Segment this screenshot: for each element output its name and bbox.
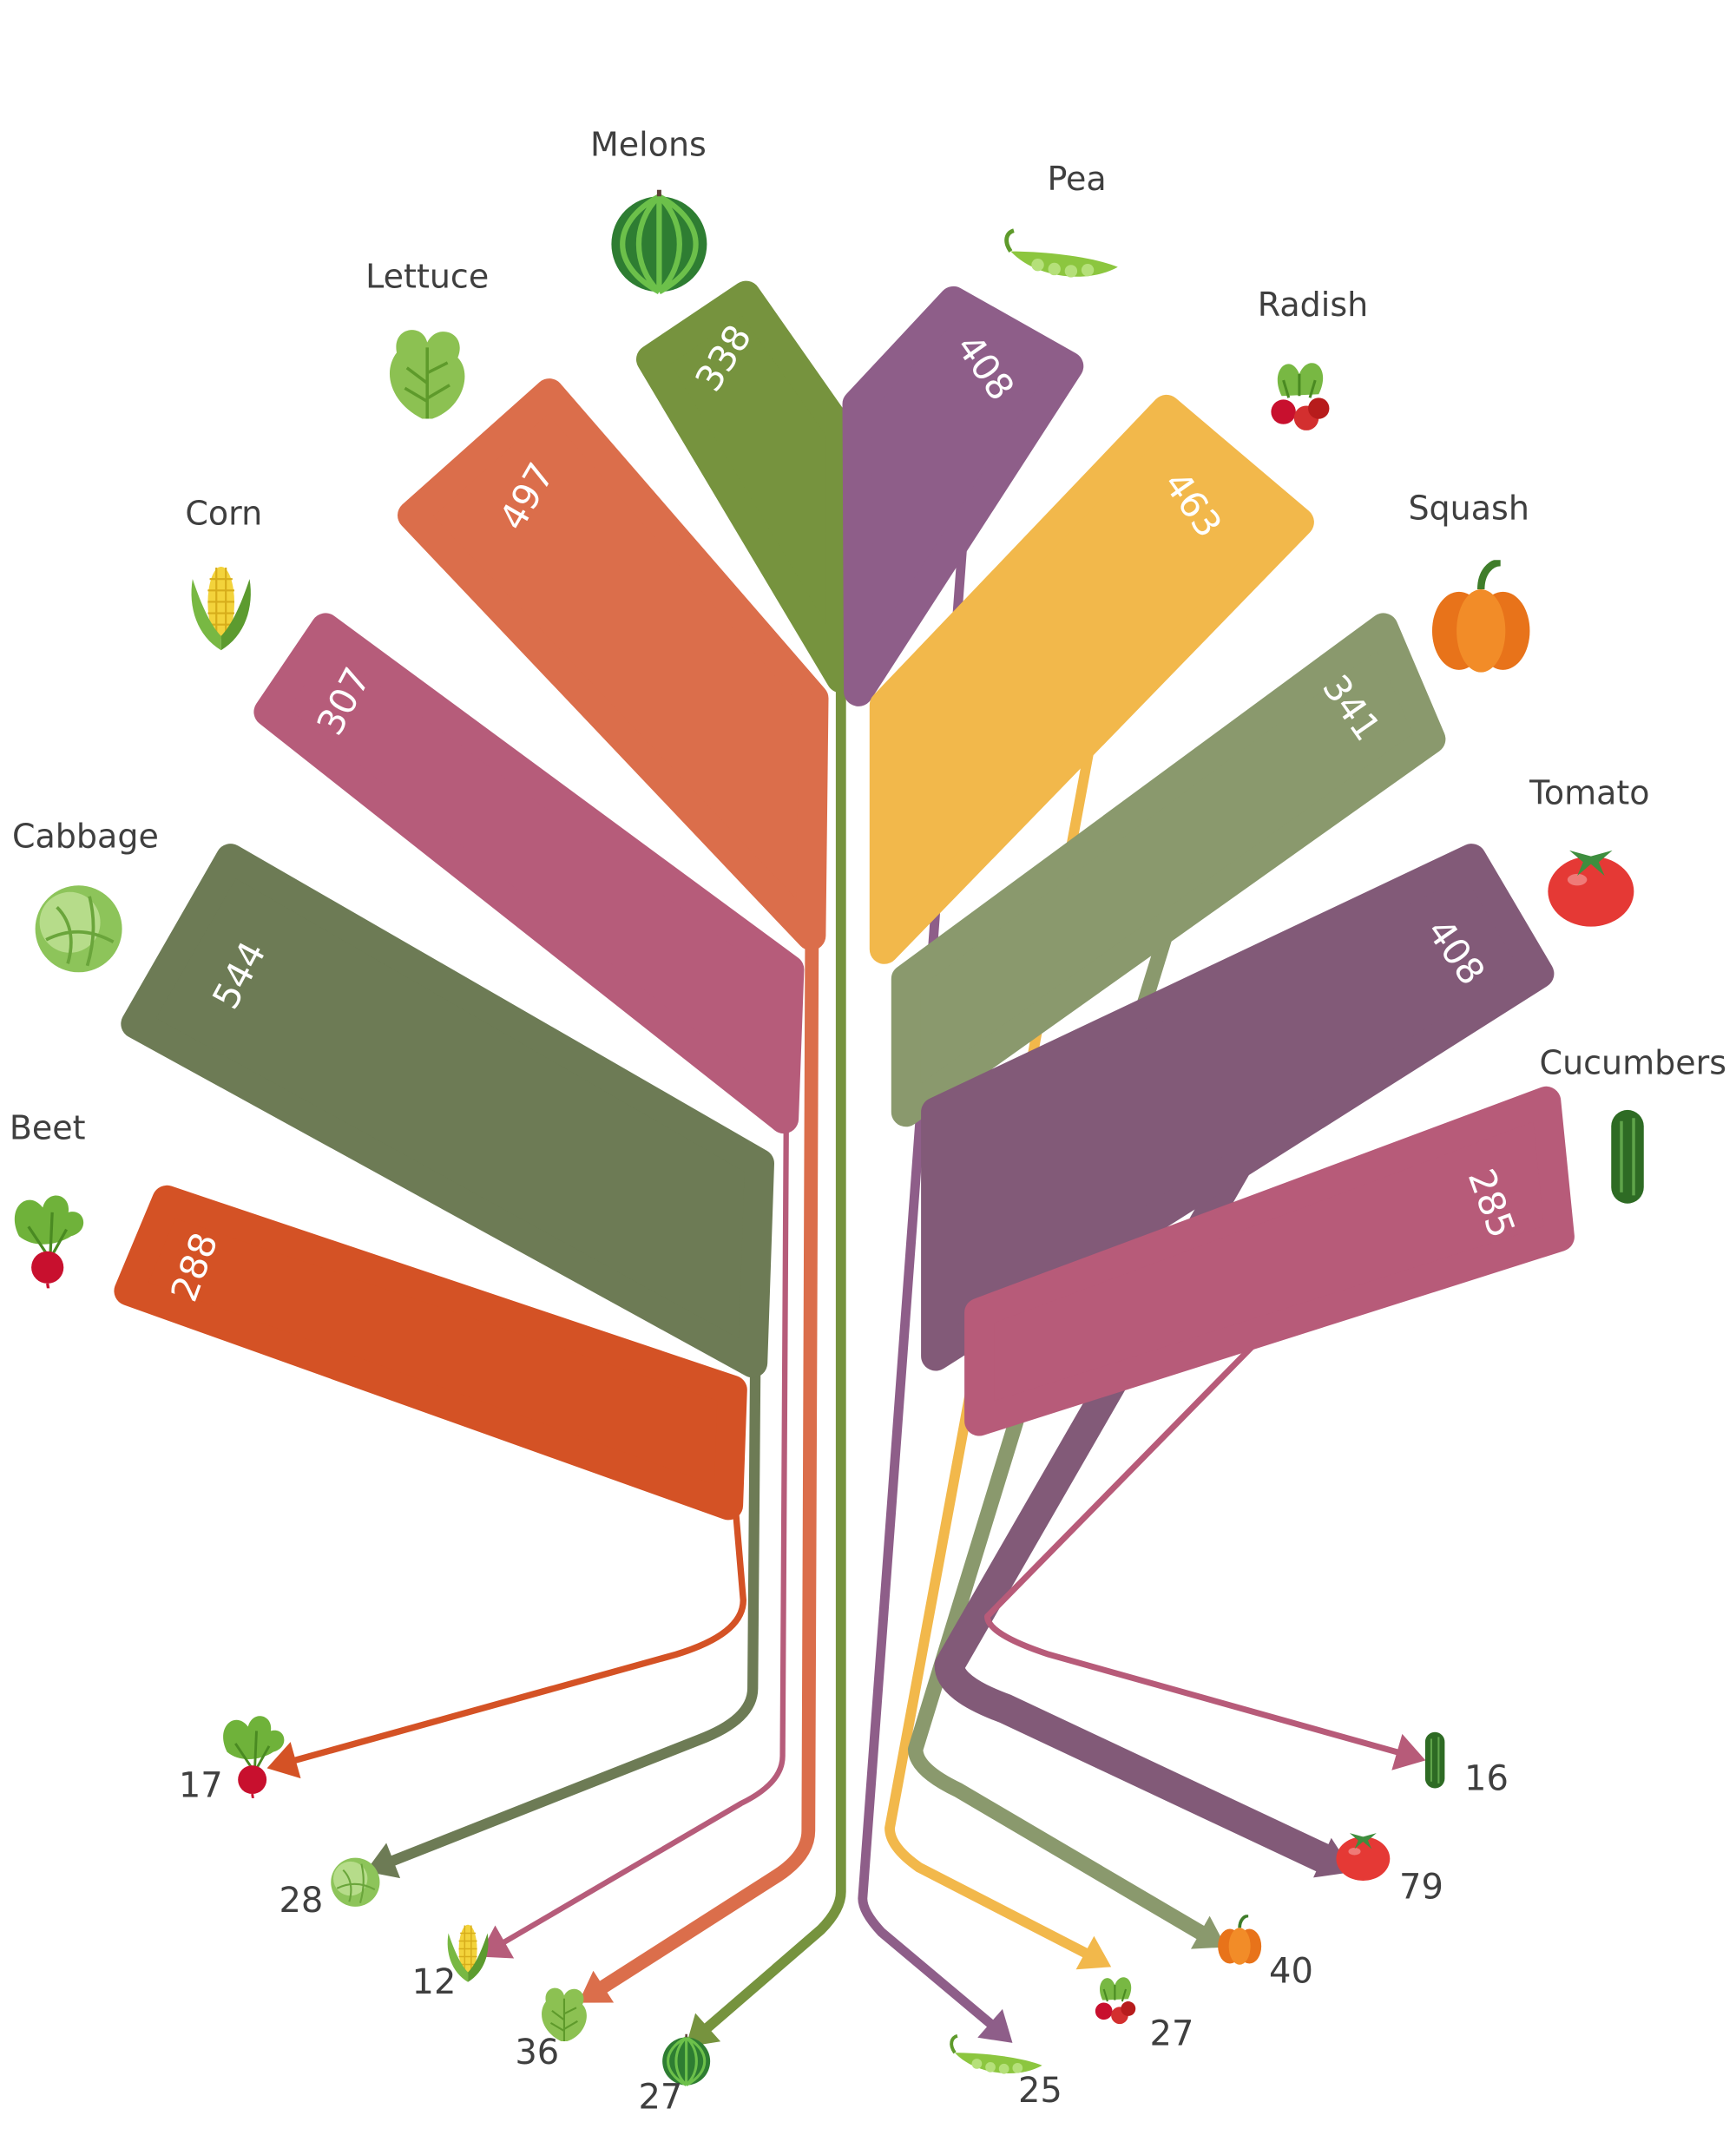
outflow-label-radish: 27 [1150, 2013, 1194, 2053]
arrow-head-beet [266, 1742, 301, 1779]
flow-stem-squash [907, 917, 1208, 1941]
pumpkin-icon [1432, 562, 1529, 673]
flow-ribbon-radish [869, 394, 1314, 964]
outflow-label-cabbage: 28 [279, 1881, 323, 1921]
category-label-cucumbers: Cucumbers [1540, 1044, 1727, 1082]
pumpkin-icon [1216, 1915, 1264, 1967]
corn-icon [190, 565, 252, 652]
flow-stem-beet [292, 1444, 746, 1764]
outflow-label-melons: 27 [638, 2078, 682, 2118]
category-label-squash: Squash [1408, 489, 1529, 527]
radish-icon [1094, 1976, 1137, 2026]
arrow-head-lettuce [578, 1970, 615, 2003]
category-label-tomato: Tomato [1529, 774, 1649, 812]
arrow-head-radish [1075, 1935, 1112, 1970]
flow-stem-lettuce [596, 810, 819, 1994]
cucumber-icon [1609, 1108, 1646, 1205]
arrow-head-squash [1190, 1915, 1226, 1949]
cucumber-icon [1424, 1731, 1446, 1790]
flow-ribbon-pea [842, 286, 1084, 706]
tomato-icon [1336, 1833, 1391, 1881]
flow-ribbon-cucumbers [964, 1086, 1575, 1436]
cabbage-icon [330, 1856, 381, 1908]
category-label-melons: Melons [590, 126, 707, 164]
category-label-pea: Pea [1047, 160, 1106, 198]
arrow-head-cucumbers [1391, 1733, 1426, 1770]
flow-stem-tomato [934, 1150, 1338, 1873]
melon-icon [611, 187, 707, 292]
pea-icon [1007, 231, 1118, 278]
outflow-label-beet: 17 [179, 1765, 223, 1805]
pea-icon [951, 2036, 1042, 2074]
flow-ribbon-cabbage [121, 844, 774, 1378]
flow-ribbon-tomato [921, 844, 1555, 1371]
outflow-label-squash: 40 [1269, 1951, 1313, 1991]
flow-stem-cucumbers [984, 1325, 1400, 1756]
flow-ribbon-lettuce [398, 378, 829, 951]
category-label-radish: Radish [1258, 286, 1368, 324]
outflow-label-tomato: 79 [1399, 1868, 1443, 1908]
category-label-cabbage: Cabbage [12, 818, 159, 856]
outflow-label-cucumbers: 16 [1464, 1759, 1509, 1799]
lettuce-icon [388, 328, 467, 421]
outflow-label-corn: 12 [412, 1962, 457, 2002]
radish-icon [1269, 361, 1331, 432]
arrow-head-melons [685, 2013, 721, 2047]
outflow-label-pea: 25 [1018, 2071, 1062, 2111]
arrow-head-pea [977, 2008, 1013, 2043]
category-label-beet: Beet [10, 1109, 86, 1147]
flow-ribbon-squash [891, 613, 1446, 1127]
flow-stem-pea [858, 523, 996, 2028]
flow-ribbon-corn [253, 613, 805, 1134]
category-label-lettuce: Lettuce [365, 257, 489, 295]
tomato-icon [1548, 850, 1634, 927]
category-label-corn: Corn [185, 495, 262, 533]
flow-stem-radish [884, 730, 1097, 1958]
flow-ribbon-melons [636, 280, 856, 693]
flow-ribbon-beet [114, 1185, 747, 1521]
beet-icon [13, 1193, 85, 1289]
flow-stem-cabbage [387, 1258, 762, 1866]
cabbage-icon [33, 884, 124, 975]
flow-stem-melons [702, 549, 846, 2033]
outflow-label-lettuce: 36 [515, 2033, 559, 2073]
flow-stem-corn [502, 1041, 790, 1945]
